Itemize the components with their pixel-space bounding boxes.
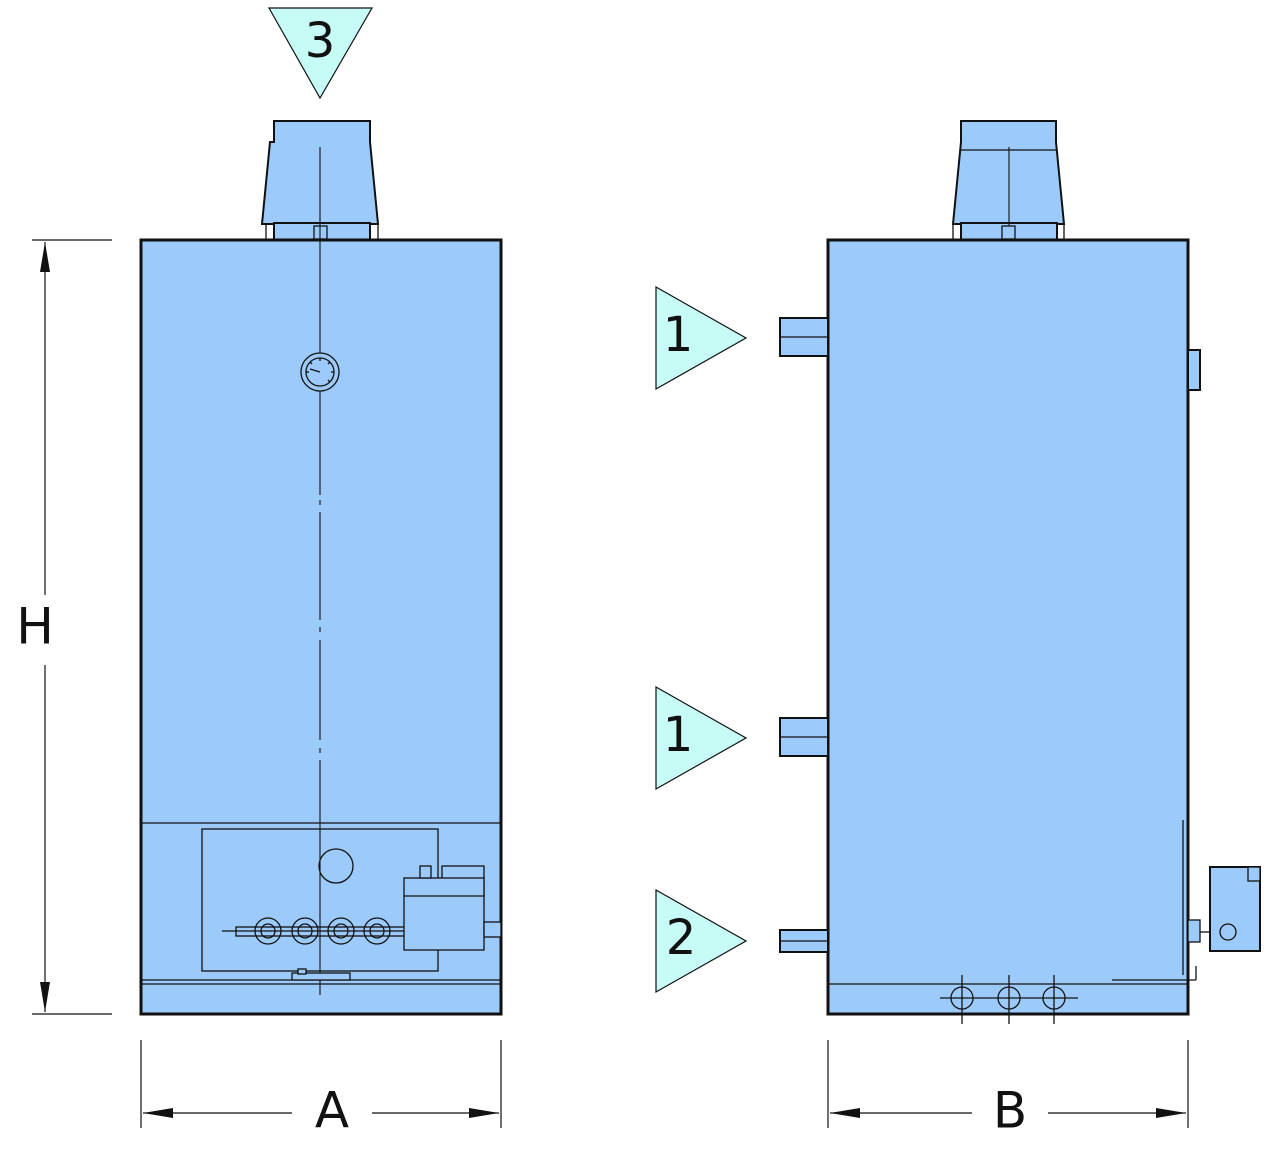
connection-marker-lower: 2 (655, 888, 748, 994)
thermometer-gauge-icon (300, 352, 340, 392)
dimension-label-width: A (315, 1082, 349, 1140)
dimension-label-depth: B (993, 1082, 1027, 1140)
svg-text:3: 3 (305, 13, 336, 69)
svg-text:1: 1 (663, 307, 694, 363)
side-view (779, 120, 1261, 1024)
sight-glass (318, 848, 354, 884)
connection-marker-middle: 1 (655, 685, 748, 791)
front-view (139, 120, 503, 1016)
dimension-depth: B (827, 1040, 1189, 1140)
burner-tubes (222, 917, 420, 945)
dimension-label-height: H (16, 598, 54, 656)
svg-text:1: 1 (663, 707, 694, 763)
svg-text:2: 2 (666, 910, 697, 966)
dimension-width: A (140, 1040, 502, 1140)
side-body (826, 238, 1190, 1016)
side-gas-valve (1112, 866, 1261, 981)
dimension-height: H (16, 239, 112, 1015)
connection-marker-flue: 3 (267, 7, 374, 100)
side-burner-tube-ends (940, 975, 1078, 1024)
connection-marker-upper: 1 (655, 285, 748, 391)
gas-valve-block (403, 865, 502, 951)
right-side-fitting (1187, 349, 1201, 391)
